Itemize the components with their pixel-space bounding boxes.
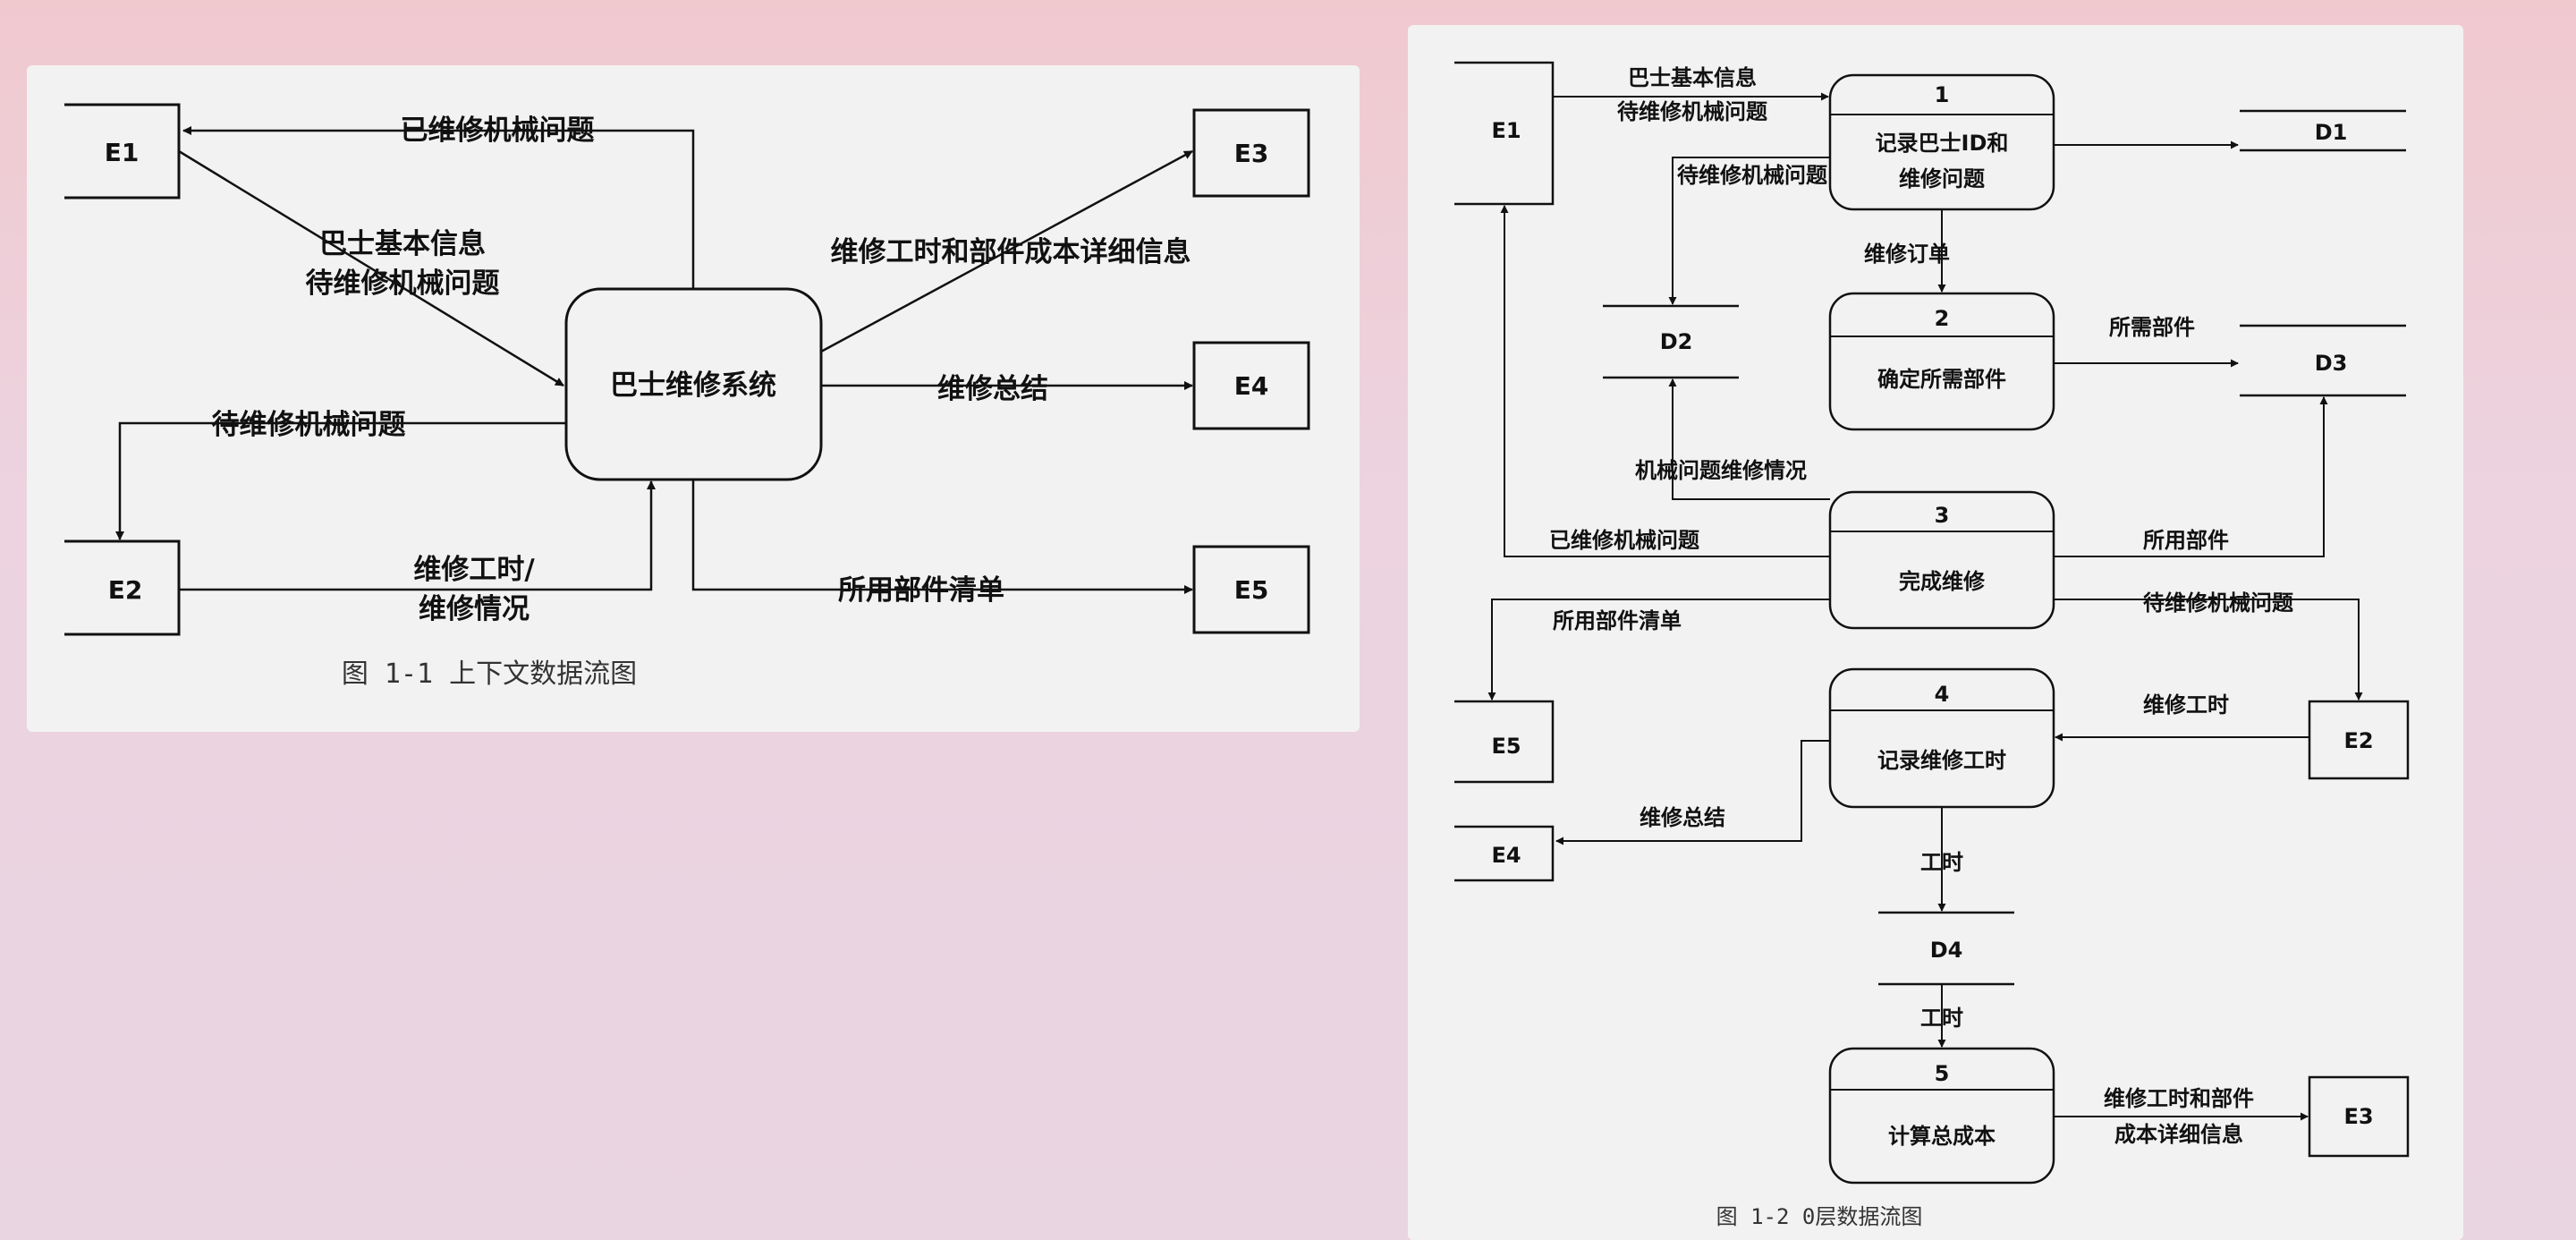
- svg-text:4: 4: [1935, 682, 1950, 707]
- flow-hours-to-p5: 工时: [1920, 984, 1963, 1048]
- svg-text:所用部件清单: 所用部件清单: [1553, 608, 1682, 633]
- process-3-complete-repair: 3 完成维修: [1828, 490, 2055, 630]
- svg-text:3: 3: [1935, 503, 1950, 528]
- svg-text:所用部件清单: 所用部件清单: [838, 574, 1004, 607]
- level0-diagram-caption: 图 1-2 0层数据流图: [1716, 1204, 1923, 1229]
- flow-bus-info: 巴士基本信息 待维修机械问题: [1553, 65, 1829, 124]
- svg-text:维修工时: 维修工时: [2143, 692, 2229, 718]
- svg-text:待维修机械问题: 待维修机械问题: [1617, 99, 1767, 124]
- svg-text:维修总结: 维修总结: [937, 373, 1048, 405]
- svg-text:已维修机械问题: 已维修机械问题: [1549, 528, 1699, 553]
- svg-text:巴士基本信息: 巴士基本信息: [319, 228, 486, 260]
- store-d2: D2: [1603, 304, 1739, 379]
- entity-e3: E3: [2308, 1075, 2410, 1158]
- svg-text:E1: E1: [1491, 118, 1521, 143]
- level0-diagram: E1 1 记录巴士ID和 维修问题 D1 D2 2 确定所需部件 D3 3 完成: [1454, 61, 2410, 1229]
- flow-required-parts: 所需部件: [2054, 315, 2239, 368]
- flow-repair-order: 维修订单: [1864, 209, 1950, 293]
- svg-text:2: 2: [1935, 306, 1950, 331]
- flow-hours-to-d4: 工时: [1920, 807, 1963, 912]
- process-2-determine-parts: 2 确定所需部件: [1828, 292, 2055, 431]
- svg-text:E4: E4: [1491, 843, 1521, 868]
- svg-text:维修工时和部件: 维修工时和部件: [2104, 1086, 2254, 1111]
- flow-used-parts: 所用部件: [2054, 396, 2328, 557]
- svg-text:E2: E2: [2343, 728, 2373, 753]
- entity-e3: E3: [1192, 108, 1310, 198]
- svg-text:待维修机械问题: 待维修机械问题: [1677, 163, 1827, 188]
- svg-text:待维修机械问题: 待维修机械问题: [212, 409, 406, 441]
- entity-e4: E4: [1454, 825, 1555, 882]
- svg-text:D1: D1: [2315, 120, 2348, 145]
- svg-text:维修工时/: 维修工时/: [413, 554, 535, 586]
- svg-text:D4: D4: [1930, 938, 1963, 963]
- context-diagram-panel: E1 E2 E3 E4 E5 巴士维修系统 已维修机械问题 巴士基本信息 待维修…: [27, 65, 1360, 732]
- entity-e5: E5: [1192, 545, 1310, 634]
- svg-text:巴士维修系统: 巴士维修系统: [610, 369, 776, 402]
- flow-issue-status: 机械问题维修情况: [1635, 378, 1830, 500]
- svg-text:待维修机械问题: 待维修机械问题: [306, 268, 500, 300]
- svg-text:E5: E5: [1491, 734, 1521, 759]
- entity-e1: E1: [1454, 61, 1555, 206]
- process-5-calculate-cost: 5 计算总成本: [1828, 1047, 2055, 1185]
- flow-pending-issues-out: 待维修机械问题: [115, 409, 566, 540]
- flow-pending-issues-to-e2: 待维修机械问题: [2054, 590, 2363, 701]
- svg-text:1: 1: [1935, 82, 1950, 107]
- svg-text:工时: 工时: [1920, 1006, 1963, 1031]
- flow-parts-list: 所用部件清单: [691, 480, 1193, 607]
- svg-text:维修工时和部件成本详细信息: 维修工时和部件成本详细信息: [831, 236, 1191, 268]
- svg-text:确定所需部件: 确定所需部件: [1877, 367, 2006, 392]
- store-d3: D3: [2240, 324, 2406, 397]
- svg-text:维修情况: 维修情况: [419, 593, 530, 625]
- process-4-record-hours: 4 记录维修工时: [1828, 667, 2055, 809]
- store-d4: D4: [1878, 911, 2014, 986]
- flow-labor-hours: 维修工时: [2055, 692, 2309, 742]
- entity-e2: E2: [64, 539, 181, 636]
- svg-text:D3: D3: [2315, 351, 2348, 376]
- flow-repaired-issues: 已维修机械问题: [182, 115, 695, 289]
- svg-text:D2: D2: [1660, 329, 1693, 354]
- svg-text:E2: E2: [108, 575, 143, 605]
- entity-e2: E2: [2308, 700, 2410, 780]
- flow-repaired-issues: 已维修机械问题: [1500, 205, 1830, 557]
- context-diagram-caption: 图 1-1 上下文数据流图: [342, 658, 637, 690]
- entity-e4: E4: [1192, 341, 1310, 430]
- entity-e1: E1: [64, 103, 181, 200]
- svg-text:计算总成本: 计算总成本: [1888, 1124, 1996, 1149]
- flow-repair-summary: 维修总结: [821, 373, 1193, 405]
- svg-text:维修总结: 维修总结: [1640, 805, 1725, 830]
- svg-text:记录维修工时: 记录维修工时: [1877, 748, 2006, 773]
- flow-labor-cost-details: 维修工时和部件成本详细信息: [820, 149, 1193, 353]
- svg-text:所用部件: 所用部件: [2143, 528, 2229, 553]
- process-bus-maintenance-system: 巴士维修系统: [564, 287, 823, 481]
- process-1-record-bus-id: 1 记录巴士ID和 维修问题: [1828, 73, 2055, 211]
- svg-text:成本详细信息: 成本详细信息: [2114, 1122, 2243, 1147]
- svg-text:E1: E1: [105, 138, 140, 167]
- flow-labor-cost-details: 维修工时和部件 成本详细信息: [2054, 1086, 2309, 1147]
- svg-text:E5: E5: [1234, 575, 1269, 605]
- svg-text:维修订单: 维修订单: [1864, 242, 1950, 267]
- flow-labor-status: 维修工时/ 维修情况: [179, 480, 656, 625]
- entity-e5: E5: [1454, 700, 1555, 784]
- svg-text:E3: E3: [1234, 139, 1269, 168]
- svg-text:巴士基本信息: 巴士基本信息: [1628, 65, 1757, 90]
- svg-text:E4: E4: [1234, 371, 1269, 401]
- flow-parts-list: 所用部件清单: [1487, 599, 1830, 701]
- svg-text:所需部件: 所需部件: [2109, 315, 2195, 340]
- flow-bus-info-pending: 巴士基本信息 待维修机械问题: [178, 149, 564, 387]
- svg-text:5: 5: [1935, 1061, 1950, 1086]
- svg-text:已维修机械问题: 已维修机械问题: [401, 115, 595, 147]
- svg-text:工时: 工时: [1920, 850, 1963, 875]
- svg-text:维修问题: 维修问题: [1899, 166, 1985, 191]
- context-diagram: E1 E2 E3 E4 E5 巴士维修系统 已维修机械问题 巴士基本信息 待维修…: [64, 103, 1310, 690]
- svg-text:机械问题维修情况: 机械问题维修情况: [1635, 458, 1807, 483]
- store-d1: D1: [2240, 109, 2406, 152]
- svg-text:记录巴士ID和: 记录巴士ID和: [1876, 131, 2009, 156]
- flow-repair-summary: 维修总结: [1555, 740, 1830, 845]
- level0-diagram-panel: E1 1 记录巴士ID和 维修问题 D1 D2 2 确定所需部件 D3 3 完成: [1408, 25, 2463, 1240]
- svg-text:E3: E3: [2343, 1104, 2373, 1129]
- svg-text:待维修机械问题: 待维修机械问题: [2143, 590, 2293, 616]
- flow-pending-issues-to-d2: 待维修机械问题: [1668, 157, 1830, 305]
- svg-text:完成维修: 完成维修: [1899, 569, 1986, 594]
